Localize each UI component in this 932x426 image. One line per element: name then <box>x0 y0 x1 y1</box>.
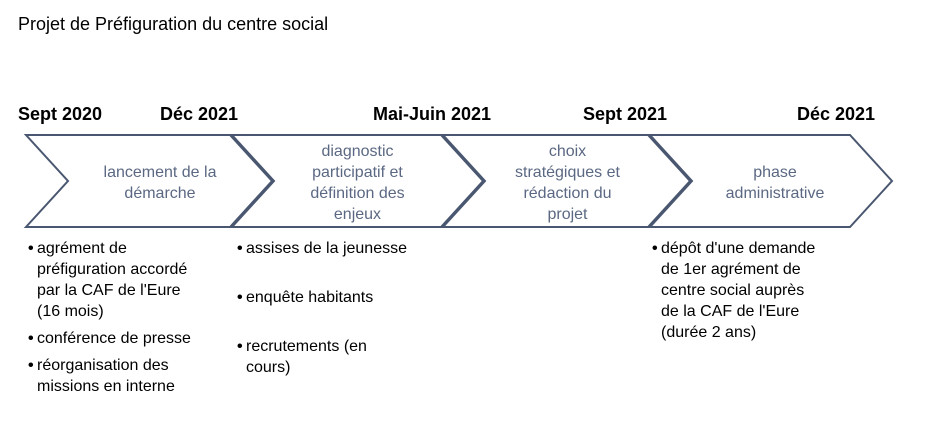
bullet-dot-icon: • <box>237 240 243 257</box>
bullet-dot-icon: • <box>237 338 243 355</box>
bullet-item: • recrutements (en cours) <box>237 338 367 376</box>
bullet-dot-icon: • <box>28 357 34 374</box>
diagram-title: Projet de Préfiguration du centre social <box>18 14 329 34</box>
chevron-phase-1 <box>23 134 274 228</box>
date-label-4: Sept 2021 <box>583 104 668 124</box>
bullet-item: • agrément de préfiguration accordé par … <box>28 240 188 320</box>
bullet-dot-icon: • <box>28 330 34 347</box>
bullet-item: • réorganisation des missions en interne <box>28 357 175 395</box>
bullet-dot-icon: • <box>237 289 243 306</box>
date-label-2: Déc 2021 <box>160 104 239 124</box>
phase-label-2: diagnostic participatif et définition de… <box>310 143 405 223</box>
date-label-5: Déc 2021 <box>797 104 876 124</box>
bullet-item: • conférence de presse <box>28 330 191 347</box>
phase-label-4: phase administrative <box>725 164 825 202</box>
date-label-1: Sept 2020 <box>18 104 103 124</box>
bullet-item: • enquête habitants <box>237 289 374 306</box>
bullet-list-phase-4: • dépôt d'une demande de 1er agrément de… <box>652 238 882 343</box>
bullet-item: • dépôt d'une demande de 1er agrément de… <box>652 240 816 341</box>
phase-label-3: choix stratégiques et rédaction du proje… <box>515 143 620 223</box>
chevron-phase-3 <box>440 134 692 228</box>
bullet-dot-icon: • <box>28 240 34 257</box>
bullet-list-phase-2: • assises de la jeunesse • enquête habit… <box>237 238 437 378</box>
bullet-list-phase-1: • agrément de préfiguration accordé par … <box>28 238 228 397</box>
bullet-item: • assises de la jeunesse <box>237 240 407 257</box>
bullet-dot-icon: • <box>652 240 658 257</box>
chevron-phase-4 <box>647 134 894 228</box>
date-label-3: Mai-Juin 2021 <box>373 104 492 124</box>
chevron-phase-2 <box>229 134 485 228</box>
phase-label-1: lancement de la démarche <box>103 164 217 202</box>
